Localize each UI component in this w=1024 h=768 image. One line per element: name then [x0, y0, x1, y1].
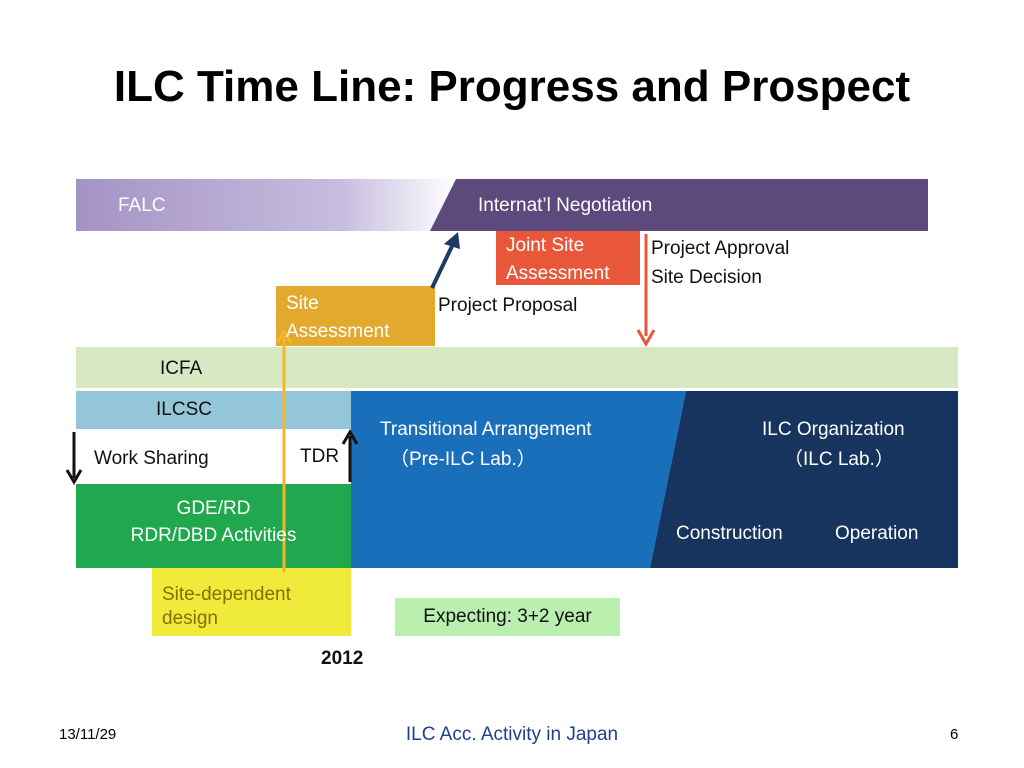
footer-date: 13/11/29	[59, 726, 117, 743]
falc-band	[76, 179, 456, 231]
joint-site-label-1: Joint Site	[506, 235, 585, 256]
tdr-label: TDR	[300, 446, 340, 467]
site-assessment-label-2: Assessment	[286, 321, 390, 342]
footer-title: ILC Acc. Activity in Japan	[405, 724, 619, 745]
transitional-block	[351, 391, 686, 568]
transitional-label-2: （Pre-ILC Lab.）	[390, 449, 536, 470]
operation-label: Operation	[835, 523, 919, 544]
ilcsc-band	[76, 391, 351, 429]
approval-label-1: Project Approval	[651, 238, 790, 259]
site-assessment-arrow-head	[275, 328, 293, 344]
gde-box	[76, 484, 351, 568]
approval-label-2: Site Decision	[651, 267, 762, 288]
approval-arrow-head	[636, 329, 656, 348]
project-proposal-label: Project Proposal	[438, 295, 578, 316]
icfa-band	[76, 347, 958, 388]
page-number: 6	[950, 726, 959, 743]
page-title: ILC Time Line: Progress and Prospect	[113, 62, 911, 111]
proposal-arrow-head	[444, 232, 460, 249]
site-assessment-label-1: Site	[286, 293, 319, 314]
tdr-arrow-head	[341, 429, 359, 445]
expecting-label: Expecting: 3+2 year	[423, 606, 592, 627]
year-label: 2012	[321, 648, 364, 669]
work-sharing-label: Work Sharing	[94, 448, 209, 469]
joint-site-box	[496, 231, 640, 285]
negotiation-label: Internat’l Negotiation	[478, 195, 653, 216]
gde-label-1: GDE/RD	[176, 498, 251, 519]
ilc-org-label-2: （ILC Lab.）	[784, 449, 894, 470]
construction-label: Construction	[676, 523, 783, 544]
site-dependent-label-2: design	[162, 608, 218, 629]
falc-label: FALC	[118, 195, 166, 216]
site-assessment-box	[276, 286, 435, 346]
icfa-label: ICFA	[160, 358, 203, 379]
joint-site-label-2: Assessment	[506, 263, 610, 284]
site-dependent-box	[152, 568, 351, 636]
gde-label-2: RDR/DBD Activities	[130, 525, 297, 546]
site-dependent-label-1: Site-dependent	[162, 584, 291, 605]
expecting-box	[395, 598, 620, 636]
transitional-label-1: Transitional Arrangement	[380, 419, 592, 440]
negotiation-band	[430, 179, 928, 231]
ilc-org-label-1: ILC Organization	[762, 419, 905, 440]
work-sharing-arrow-head	[65, 469, 83, 485]
proposal-arrow	[430, 241, 456, 289]
ilcsc-label: ILCSC	[156, 399, 212, 420]
ilc-org-block	[650, 391, 958, 568]
